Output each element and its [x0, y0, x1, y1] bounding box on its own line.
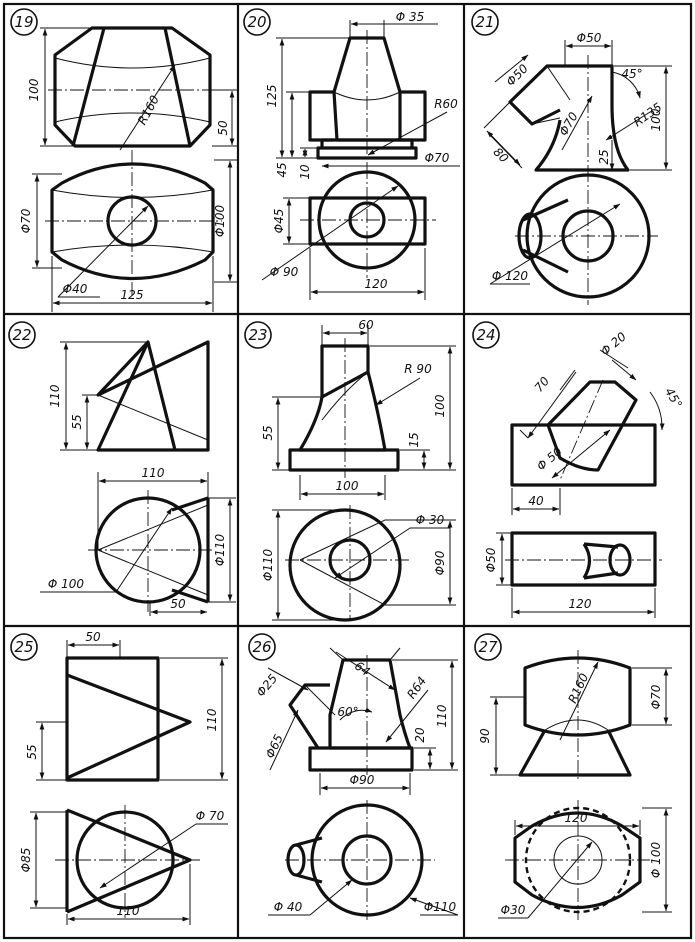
panel-23: 23 60 R 90 55 100 15 100	[244, 318, 456, 622]
panel-21: 21 Φ50 Φ50 45° Φ70 R135 80 25 100	[471, 8, 672, 305]
dimension-label: Φ70	[556, 109, 581, 138]
panel-27: 27 R160 Φ70 90 120 Φ 100 Φ30	[474, 633, 672, 920]
dimension-label: Φ25	[254, 671, 281, 699]
panel-number-circle	[471, 8, 499, 36]
dimension-label: 64	[352, 659, 373, 679]
dimension-label: Φ90	[433, 550, 447, 575]
panel-number-circle	[10, 633, 38, 661]
dimension-label: Φ 120	[492, 269, 529, 283]
panel-26: 26 64 Φ25 60° R64 110 20 Φ65 Φ90	[248, 633, 459, 920]
dimension-label: 27	[478, 638, 498, 656]
dimension-label: 26	[252, 638, 271, 656]
dimension-label: 100	[27, 78, 41, 101]
dimension-label: 55	[261, 425, 275, 440]
dimension-label: R160	[565, 671, 591, 706]
panel-22: 22 110 55 110 Φ110 Φ 100 50	[8, 321, 236, 616]
dimension-label: 100	[649, 108, 663, 131]
panel-number: 19	[14, 13, 33, 31]
dimension-label: 60°	[337, 705, 358, 719]
dimension-label: 20	[413, 727, 427, 743]
panel-20: 20 Φ 35 125 R60 45 10 Φ70 Φ45	[243, 8, 460, 300]
dimension-label: 45°	[662, 385, 685, 410]
dimension-label: 55	[70, 414, 84, 429]
dimension-label: Φ 100	[48, 577, 85, 591]
dimension-label: Φ70	[425, 151, 450, 165]
panel-25: 25 50 110 55 Φ 70 Φ85 110	[10, 630, 228, 925]
dimension-label: 21	[475, 13, 494, 31]
panel-number-circle	[472, 321, 500, 349]
dimension-label: 70	[532, 374, 553, 395]
dimension-label: 20	[247, 13, 266, 31]
dimension-label: 50	[216, 120, 230, 136]
dimension-label: Φ100	[213, 204, 227, 237]
dimension-label: R 90	[404, 362, 432, 376]
dimension-label: Φ30	[501, 903, 526, 917]
dimension-label: 100	[336, 479, 359, 493]
dimension-label: 60	[358, 318, 374, 332]
panel-number-circle	[248, 633, 276, 661]
dimension-label: 24	[476, 326, 495, 344]
dimension-label: 110	[205, 708, 219, 731]
dimension-label: 55	[25, 744, 39, 759]
dimension-label: Φ90	[350, 773, 375, 787]
dimension-label: Φ40	[63, 282, 88, 296]
dimension-label: 100	[433, 394, 447, 417]
dimension-label: 50	[170, 597, 186, 611]
dimension-label: Φ 35	[396, 10, 425, 24]
dimension-label: 120	[365, 277, 388, 291]
dimension-label: 110	[117, 904, 140, 918]
dimension-label: 120	[565, 811, 588, 825]
dimension-label: 50	[85, 630, 101, 644]
dimension-label: Φ 90	[270, 265, 299, 279]
dimension-label: 10	[298, 164, 312, 180]
dimension-label: Φ110	[261, 548, 275, 581]
dimension-label: 80	[490, 145, 511, 166]
dimension-label: 110	[48, 384, 62, 407]
dimension-label: 15	[407, 432, 421, 447]
panel-19: 19 100 R160 50 Φ70 Φ100 Φ40	[10, 8, 238, 312]
dimension-label: 125	[265, 85, 279, 108]
dimension-label: 120	[569, 597, 592, 611]
dimension-label: R60	[434, 97, 458, 111]
dimension-label: Φ70	[649, 684, 663, 709]
panel-number-circle	[244, 321, 272, 349]
dimension-label: Φ110	[213, 533, 227, 566]
panel-24: 24 70 Φ 20 45° Φ 50 40 Φ50 120	[472, 321, 685, 618]
dimension-label: R160	[135, 93, 162, 127]
panel-number-circle	[474, 633, 502, 661]
dimension-label: Φ70	[19, 208, 33, 233]
dimension-label: Φ 100	[649, 842, 663, 879]
dimension-label: 22	[12, 326, 31, 344]
dimension-label: 90	[478, 728, 492, 744]
dimension-label: 45	[275, 162, 289, 177]
dimension-label: R64	[404, 674, 429, 701]
panel-number-circle	[243, 8, 271, 36]
dimension-label: Φ 40	[274, 900, 303, 914]
dimension-label: 125	[121, 288, 144, 302]
dimension-label: 45°	[621, 67, 642, 81]
dimension-label: 110	[435, 704, 449, 727]
dimension-label: Φ110	[424, 900, 457, 914]
dimension-label: 23	[248, 326, 267, 344]
dimension-label: Φ 70	[196, 809, 225, 823]
panel-number-circle	[10, 8, 38, 36]
dimension-label: 25	[14, 638, 33, 656]
dimension-label: 110	[142, 466, 165, 480]
dimension-label: Φ85	[19, 848, 33, 873]
dimension-label: Φ65	[263, 732, 286, 760]
dimension-label: 25	[597, 149, 611, 164]
dimension-label: 40	[528, 494, 544, 508]
dimension-label: Φ50	[577, 31, 602, 45]
dimension-label: Φ45	[272, 209, 286, 234]
panel-number-circle	[8, 321, 36, 349]
dimension-label: Φ 20	[598, 329, 629, 358]
dimension-label: Φ50	[484, 547, 498, 572]
